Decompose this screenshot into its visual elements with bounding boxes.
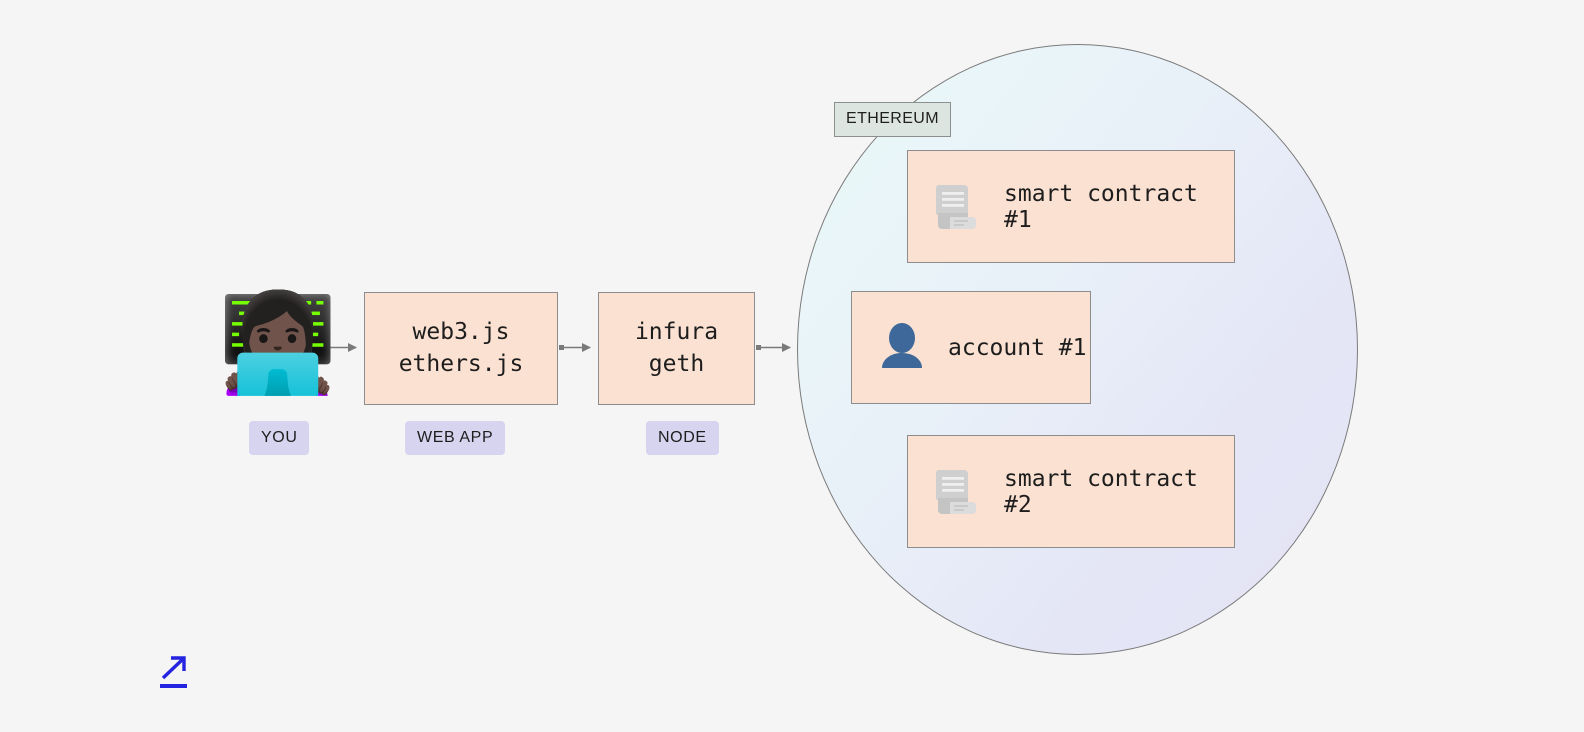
ethereum-item-label: smart contract #1 xyxy=(1004,180,1198,233)
node-web-app[interactable]: web3.js ethers.js xyxy=(364,292,558,405)
tag-ethereum: ETHEREUM xyxy=(834,102,951,137)
ethereum-item-label: smart contract #2 xyxy=(1004,465,1198,518)
user-account-icon xyxy=(874,320,930,376)
external-link-arrow-icon[interactable] xyxy=(158,654,198,694)
ethereum-item-smart-contract-1[interactable]: smart contract #1 xyxy=(907,150,1235,263)
arrow-node-to-ethereum xyxy=(756,343,791,352)
tag-node: NODE xyxy=(646,421,719,455)
ethereum-item-label: account #1 xyxy=(948,334,1087,361)
node-blockchain-node[interactable]: infura geth xyxy=(598,292,755,405)
tag-you: YOU xyxy=(249,421,310,455)
tag-web-app: WEB APP xyxy=(405,421,506,455)
ethereum-item-smart-contract-2[interactable]: smart contract #2 xyxy=(907,435,1235,548)
ethereum-item-account-1[interactable]: account #1 xyxy=(851,291,1091,404)
woman-technologist-icon: 👩🏿‍💻 xyxy=(218,290,338,397)
document-contract-icon xyxy=(930,179,986,235)
arrow-webapp-to-node xyxy=(559,343,591,352)
document-contract-icon xyxy=(930,464,986,520)
